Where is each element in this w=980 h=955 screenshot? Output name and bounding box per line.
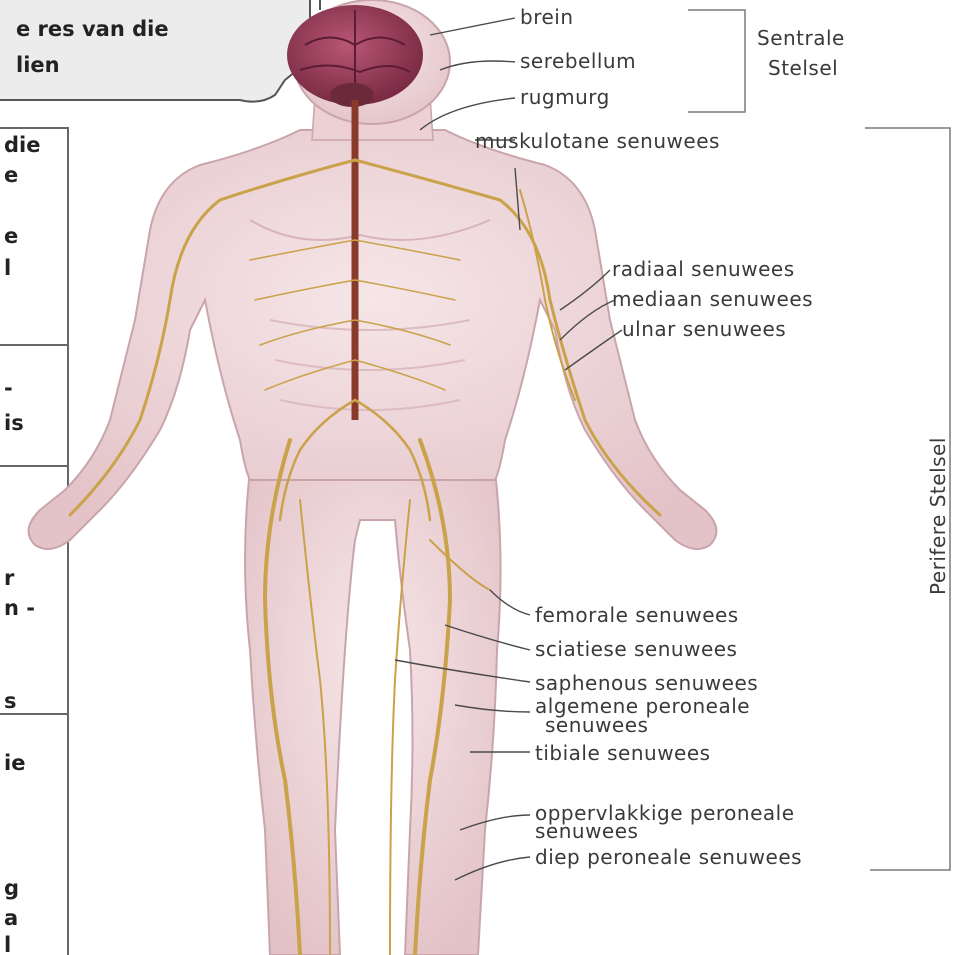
label-peroneale-line2: senuwees bbox=[545, 713, 648, 737]
table-fragment: ie bbox=[4, 751, 25, 775]
speech-bubble: e res van die lien bbox=[0, 0, 320, 102]
table-fragment: die bbox=[4, 133, 40, 157]
table-fragment: e bbox=[4, 163, 18, 187]
table-fragment: l bbox=[4, 256, 11, 280]
label-tibiale: tibiale senuwees bbox=[535, 741, 711, 765]
brackets bbox=[688, 10, 950, 870]
label-brein: brein bbox=[520, 5, 574, 29]
label-oppervlakkige-line2: senuwees bbox=[535, 819, 638, 843]
central-system-title-line1: Sentrale bbox=[757, 26, 845, 50]
label-diep: diep peroneale senuwees bbox=[535, 845, 802, 869]
label-radiaal: radiaal senuwees bbox=[612, 257, 795, 281]
table-fragment: is bbox=[4, 411, 24, 435]
table-fragment: e bbox=[4, 224, 18, 248]
table-fragment: - bbox=[4, 376, 13, 400]
table-fragment: g bbox=[4, 876, 19, 900]
table-fragment: n - bbox=[4, 596, 35, 620]
bubble-text-line2: lien bbox=[16, 53, 60, 77]
table-fragment: r bbox=[4, 566, 15, 590]
label-ulnar: ulnar senuwees bbox=[622, 317, 786, 341]
label-serebellum: serebellum bbox=[520, 49, 636, 73]
bubble-text-line1: e res van die bbox=[16, 17, 169, 41]
peripheral-system-title: Perifere Stelsel bbox=[926, 437, 950, 595]
label-sciatiese: sciatiese senuwees bbox=[535, 637, 737, 661]
central-system-title-line2: Stelsel bbox=[768, 56, 838, 80]
label-femorale: femorale senuwees bbox=[535, 603, 739, 627]
table-fragment: l bbox=[4, 933, 11, 955]
table-fragment: s bbox=[4, 689, 17, 713]
table-fragment: a bbox=[4, 906, 18, 930]
label-mediaan: mediaan senuwees bbox=[612, 287, 813, 311]
label-muskulotane: muskulotane senuwees bbox=[475, 129, 720, 153]
label-saphenous: saphenous senuwees bbox=[535, 671, 758, 695]
label-rugmurg: rugmurg bbox=[520, 85, 610, 109]
